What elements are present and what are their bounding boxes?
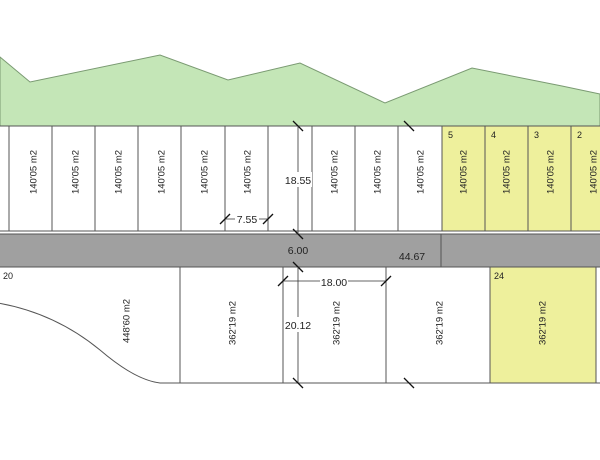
lot-number: 20: [3, 271, 13, 281]
dimension-label-bg: [235, 211, 259, 226]
top-lot-highlighted: [570, 125, 600, 232]
dimension-tick: [292, 377, 304, 389]
lot-area-label: 448'60 m2: [122, 299, 133, 343]
lot-area-label: 140'05 m2: [416, 150, 427, 194]
top-lot-highlighted: [527, 125, 572, 232]
dimension-tick: [219, 213, 231, 225]
top-lots-row: [0, 125, 600, 232]
bottom-lot: [179, 266, 284, 384]
dimension-lot-depth-bottom: 20.12: [285, 320, 311, 332]
lot-area-label: 140'05 m2: [502, 150, 513, 194]
lot-area-label: 362'19 m2: [332, 301, 343, 345]
bottom-lots-row: [0, 266, 600, 384]
lot-number: 24: [494, 271, 504, 281]
lot-area-label: 140'05 m2: [330, 150, 341, 194]
lot-area-label: 140'05 m2: [157, 150, 168, 194]
dimension-lot-depth-top: 18.55: [285, 175, 311, 187]
dimension-tick: [262, 213, 274, 225]
top-lot: [0, 125, 10, 232]
lot-area-label: 140'05 m2: [200, 150, 211, 194]
road: [0, 233, 600, 268]
lot-area-label: 140'05 m2: [243, 150, 254, 194]
lot-area-label: 362'19 m2: [228, 301, 239, 345]
lot-number: 2: [577, 130, 582, 140]
lot-number: 3: [534, 130, 539, 140]
bottom-lot-curved: [0, 266, 181, 384]
green-area: [0, 54, 600, 127]
top-lot: [354, 125, 399, 232]
top-lot-numbers: 5 4 3 2: [448, 130, 582, 140]
dimension-road-length: 44.67: [399, 251, 425, 263]
lot-number: 5: [448, 130, 453, 140]
dimension-tick: [380, 275, 392, 287]
dimension-label-bg: [284, 317, 312, 332]
bottom-lot-highlighted: [489, 266, 597, 384]
top-lot: [397, 125, 443, 232]
lot-number: 4: [491, 130, 496, 140]
top-lot: [180, 125, 226, 232]
dimension-lot-front: 7.55: [237, 214, 258, 226]
lot-area-label: 140'05 m2: [71, 150, 82, 194]
top-lot: [8, 125, 53, 232]
top-lot-area-labels: 140'05 m2 140'05 m2 140'05 m2 140'05 m2 …: [29, 150, 600, 194]
lot-area-label: 140'05 m2: [546, 150, 557, 194]
lot-area-label: 140'05 m2: [29, 150, 40, 194]
lot-area-label: 140'05 m2: [589, 150, 600, 194]
dimension-tick: [277, 275, 289, 287]
dimension-label-bg: [284, 172, 312, 187]
dimension-road-width: 6.00: [288, 245, 309, 257]
dimension-lot-width-bottom: 18.00: [321, 277, 347, 289]
lot-area-label: 362'19 m2: [538, 301, 549, 345]
bottom-lot: [595, 266, 600, 384]
dimension-label-bg: [320, 274, 348, 289]
top-lot: [51, 125, 96, 232]
top-lot-highlighted: [484, 125, 529, 232]
top-lot-highlighted: [441, 125, 486, 232]
lot-area-label: 362'19 m2: [435, 301, 446, 345]
dimension-tick: [403, 377, 415, 389]
bottom-lot: [385, 266, 491, 384]
top-lot: [137, 125, 182, 232]
lot-area-label: 140'05 m2: [114, 150, 125, 194]
dimension-tick: [403, 120, 415, 132]
lot-area-label: 140'05 m2: [373, 150, 384, 194]
lot-area-label: 140'05 m2: [459, 150, 470, 194]
